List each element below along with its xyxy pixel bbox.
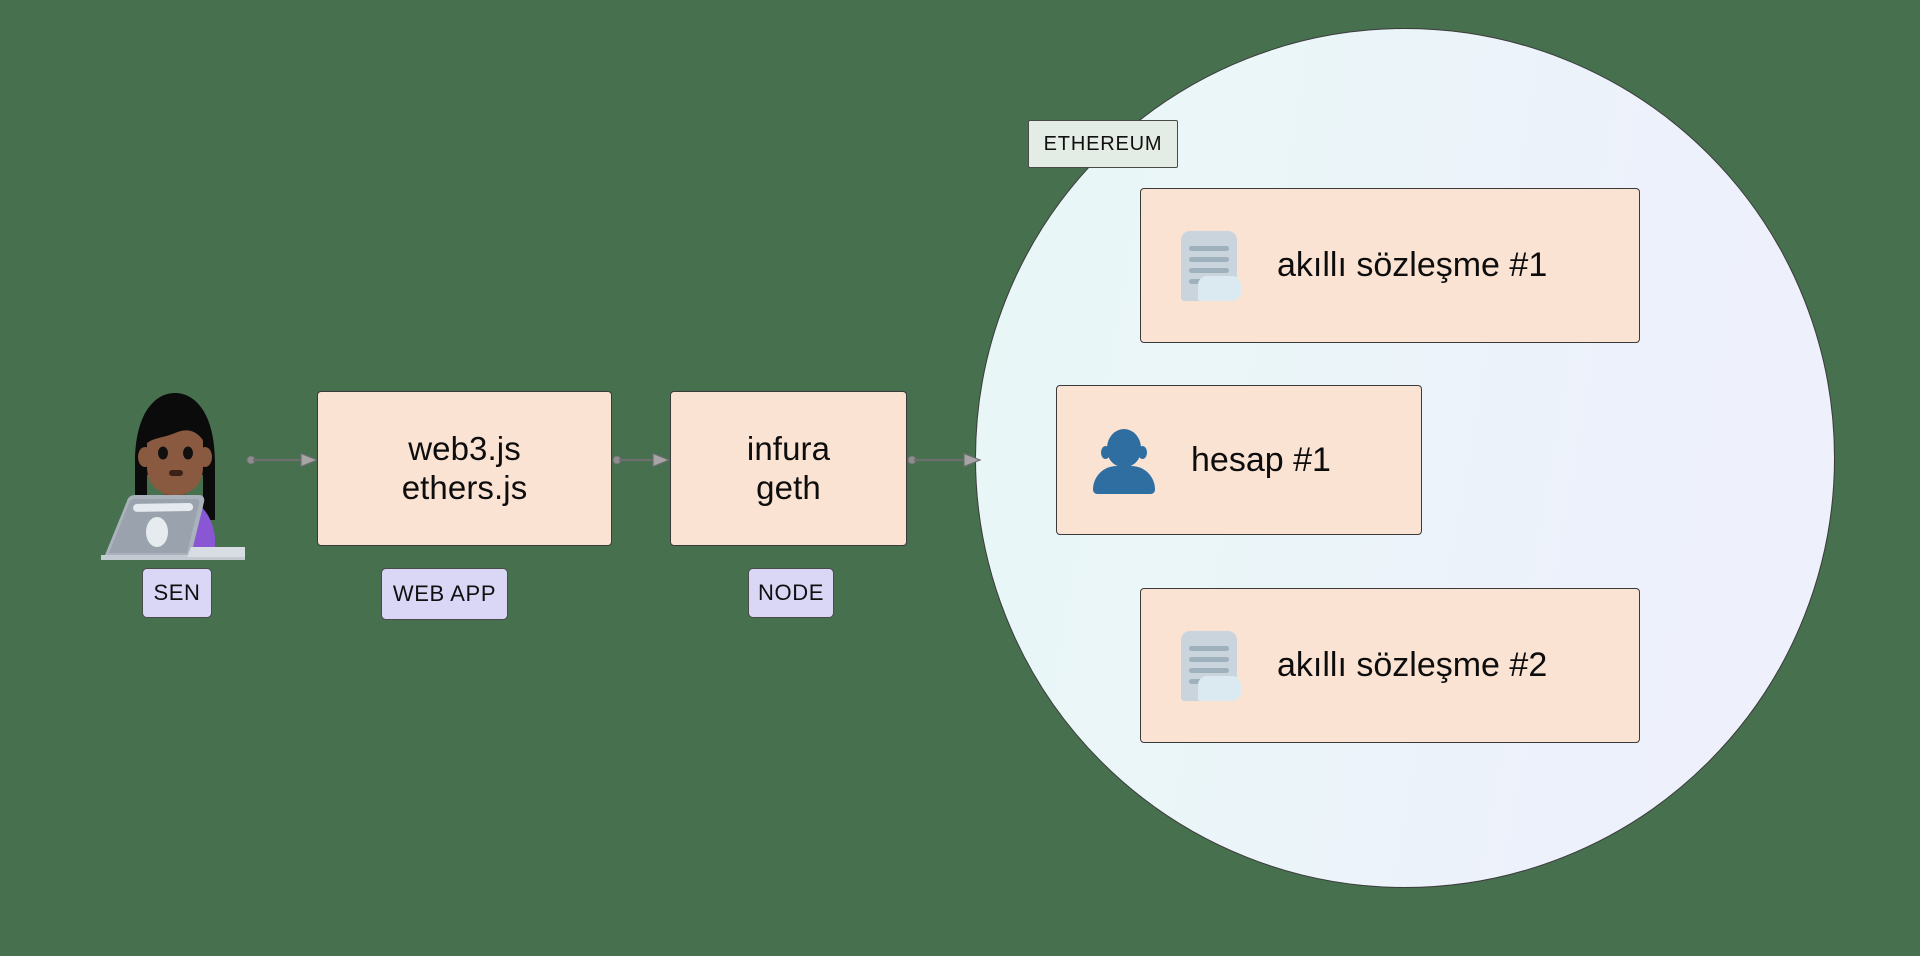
ethereum-item-contract-1[interactable]: akıllı sözleşme #1 (1140, 188, 1640, 343)
node-web-app-text: web3.js ethers.js (402, 430, 528, 507)
node-web-app[interactable]: web3.js ethers.js (317, 391, 612, 546)
ethereum-item-account-1-label: hesap #1 (1191, 440, 1331, 479)
woman-technologist-icon (95, 385, 255, 560)
node-blockchain-node-text: infura geth (747, 430, 830, 507)
node-blockchain-node-line-1: infura (746, 429, 831, 467)
document-icon (1177, 230, 1241, 301)
node-blockchain-node-line-2: geth (756, 468, 821, 506)
ethereum-item-contract-2[interactable]: akıllı sözleşme #2 (1140, 588, 1640, 743)
node-web-app-line-1: web3.js (408, 429, 521, 467)
badge-node-label: NODE (758, 580, 824, 605)
document-icon (1177, 630, 1241, 701)
node-blockchain-node[interactable]: infura geth (670, 391, 907, 546)
arrow-web-app-to-node (612, 452, 671, 468)
badge-web-app-label: WEB APP (392, 581, 497, 606)
ethereum-item-account-1[interactable]: hesap #1 (1056, 385, 1422, 535)
badge-ethereum: ETHEREUM (1028, 120, 1178, 168)
badge-ethereum-label: ETHEREUM (1043, 132, 1163, 155)
arrow-node-to-ethereum (907, 452, 982, 468)
badge-sen: SEN (142, 568, 212, 618)
badge-node: NODE (748, 568, 834, 618)
arrow-sen-to-web-app (246, 452, 319, 468)
person-icon (1093, 427, 1155, 494)
ethereum-item-contract-1-label: akıllı sözleşme #1 (1277, 246, 1548, 284)
ethereum-item-contract-2-label: akıllı sözleşme #2 (1277, 646, 1548, 684)
badge-sen-label: SEN (153, 580, 201, 605)
node-web-app-line-2: ethers.js (401, 468, 528, 506)
badge-web-app: WEB APP (381, 568, 508, 620)
